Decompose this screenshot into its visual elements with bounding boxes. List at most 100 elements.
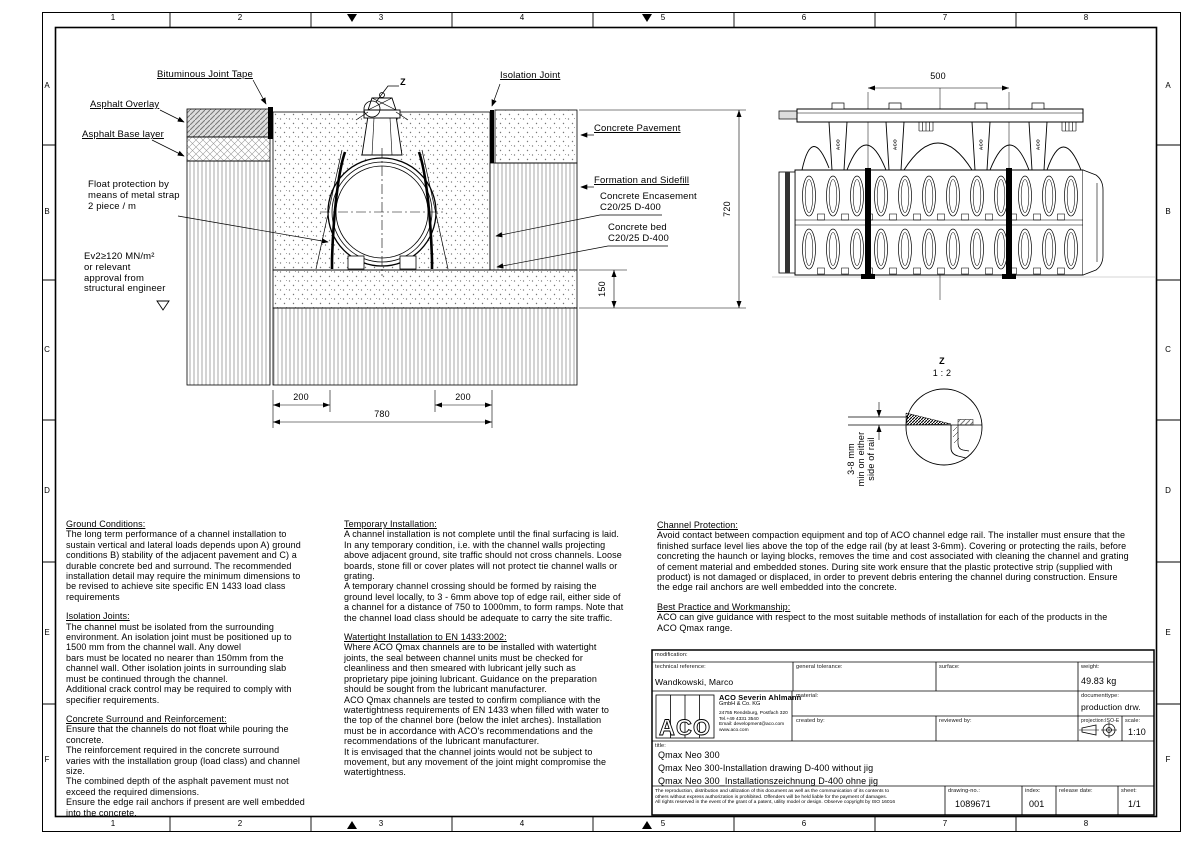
technical-reference-value: Wandkowski, Marco [655, 677, 734, 687]
grid-column-7: 7 [942, 819, 948, 828]
aco-logo: A C O [655, 694, 715, 740]
general-tolerance-label: general tolerance: [796, 664, 843, 670]
grid-row-f: F [44, 755, 50, 764]
grid-column-3: 3 [378, 13, 384, 22]
title-line-3: Qmax Neo 300_Installationszeichnung D-40… [658, 776, 879, 786]
scale-value: 1:10 [1128, 727, 1146, 737]
grid-row-c: C [44, 345, 50, 354]
title-line-1: Qmax Neo 300 [658, 750, 720, 760]
index-label: index: [1025, 788, 1041, 794]
label-bituminous-joint-tape: Bituminous Joint Tape [157, 69, 253, 80]
detail-z-scale: 1 : 2 [932, 368, 952, 378]
grid-column-1: 1 [110, 819, 116, 828]
grid-row-a: A [1165, 81, 1171, 90]
detail-z-note: 3-8 mm min on either side of rail [846, 431, 876, 487]
title-line-2: Qmax Neo 300-Installation drawing D-400 … [658, 763, 874, 773]
grid-column-7: 7 [942, 13, 948, 22]
grid-row-b: B [44, 207, 50, 216]
note-best-practice: Best Practice and Workmanship: ACO can g… [657, 602, 1152, 633]
side-view-drawing [772, 85, 1155, 300]
dimension-label-200-right: 200 [455, 392, 471, 402]
note-watertight-installation: Watertight Installation to EN 1433:2002:… [344, 632, 646, 778]
svg-text:C: C [676, 715, 692, 740]
detail-z-drawing [848, 388, 983, 466]
label-concrete-bed: Concrete bed C20/25 D-400 [608, 222, 669, 244]
brand-mark-aco: ACO [1035, 138, 1041, 151]
note-channel-protection: Channel Protection: Avoid contact betwee… [657, 520, 1152, 593]
grid-column-3: 3 [378, 819, 384, 828]
grid-row-c: C [1165, 345, 1171, 354]
reviewed-by-label: reviewed by: [939, 718, 972, 724]
grid-column-6: 6 [801, 819, 807, 828]
note-body: The long term performance of a channel i… [66, 529, 301, 602]
grid-column-6: 6 [801, 13, 807, 22]
drawing-no-label: drawing-no.: [948, 788, 980, 794]
grid-column-8: 8 [1083, 819, 1089, 828]
grid-column-5: 5 [660, 819, 666, 828]
note-heading: Concrete Surround and Reinforcement: [66, 713, 227, 724]
notes-column-1: Ground Conditions: The long term perform… [66, 519, 344, 818]
label-concrete-encasement: Concrete Encasement C20/25 D-400 [600, 191, 697, 213]
centering-mark [347, 821, 357, 829]
label-bearing-capacity: Ev2≥120 MN/m² or relevant approval from … [84, 251, 166, 295]
legal-notice: The reproduction, distribution and utili… [655, 789, 896, 805]
surface-label: surface: [939, 664, 960, 670]
note-body: ACO can give guidance with respect to th… [657, 612, 1108, 633]
grid-row-d: D [1165, 486, 1171, 495]
projection-symbol [1079, 722, 1117, 738]
svg-text:A: A [659, 715, 675, 740]
note-body: The channel must be isolated from the su… [66, 621, 292, 705]
company-name: ACO Severin Ahlmann [719, 693, 802, 702]
grid-row-b: B [1165, 207, 1171, 216]
centering-mark [347, 14, 357, 22]
note-heading: Best Practice and Workmanship: [657, 601, 791, 612]
documenttype-value: production drw. [1081, 702, 1141, 712]
sheet-label: sheet: [1121, 788, 1137, 794]
grid-row-e: E [1165, 628, 1171, 637]
brand-mark-aco: ACO [892, 138, 898, 151]
note-isolation-joints: Isolation Joints: The channel must be is… [66, 611, 344, 705]
notes-column-2: Temporary Installation: A channel instal… [344, 519, 646, 778]
scale-label: scale: [1125, 718, 1141, 724]
created-by-label: created by: [796, 718, 825, 724]
modification-label: modification: [655, 652, 688, 658]
grid-column-4: 4 [519, 819, 525, 828]
grid-column-8: 8 [1083, 13, 1089, 22]
dimension-label-150: 150 [597, 281, 607, 297]
svg-text:O: O [693, 715, 710, 740]
documenttype-label: documenttype: [1081, 693, 1119, 699]
grid-row-e: E [44, 628, 50, 637]
note-body: A channel installation is not complete u… [344, 529, 624, 623]
projection-label: projection:ISO-E [1081, 718, 1120, 724]
grid-column-5: 5 [660, 13, 666, 22]
company-legal-form: GmbH & Co. KG [719, 701, 761, 707]
dimension-label-720: 720 [722, 201, 732, 217]
material-label: material: [796, 693, 819, 699]
note-heading: Watertight Installation to EN 1433:2002: [344, 632, 507, 643]
label-float-protection: Float protection by means of metal strap… [88, 179, 180, 212]
index-value: 001 [1029, 799, 1045, 809]
dimension-label-500: 500 [930, 71, 946, 81]
brand-mark-aco: ACO [835, 138, 841, 151]
dimension-label-780: 780 [374, 409, 390, 419]
weight-label: weight: [1081, 664, 1100, 670]
sheet-value: 1/1 [1128, 799, 1141, 809]
note-body: Ensure that the channels do not float wh… [66, 724, 305, 818]
drawing-no-value: 1089671 [955, 799, 991, 809]
dimension-label-200-left: 200 [293, 392, 309, 402]
detail-mark-z: Z [400, 77, 406, 87]
border-frame [42, 12, 1181, 832]
note-concrete-surround: Concrete Surround and Reinforcement: Ens… [66, 714, 344, 818]
note-heading: Channel Protection: [657, 520, 738, 530]
grid-column-4: 4 [519, 13, 525, 22]
weight-value: 49.83 kg [1081, 676, 1117, 686]
label-asphalt-base-layer: Asphalt Base layer [82, 129, 164, 140]
note-heading: Ground Conditions: [66, 519, 146, 529]
label-concrete-pavement: Concrete Pavement [594, 123, 681, 134]
grid-row-d: D [44, 486, 50, 495]
grid-column-2: 2 [237, 13, 243, 22]
note-heading: Isolation Joints: [66, 611, 130, 622]
note-ground-conditions: Ground Conditions: The long term perform… [66, 519, 344, 602]
